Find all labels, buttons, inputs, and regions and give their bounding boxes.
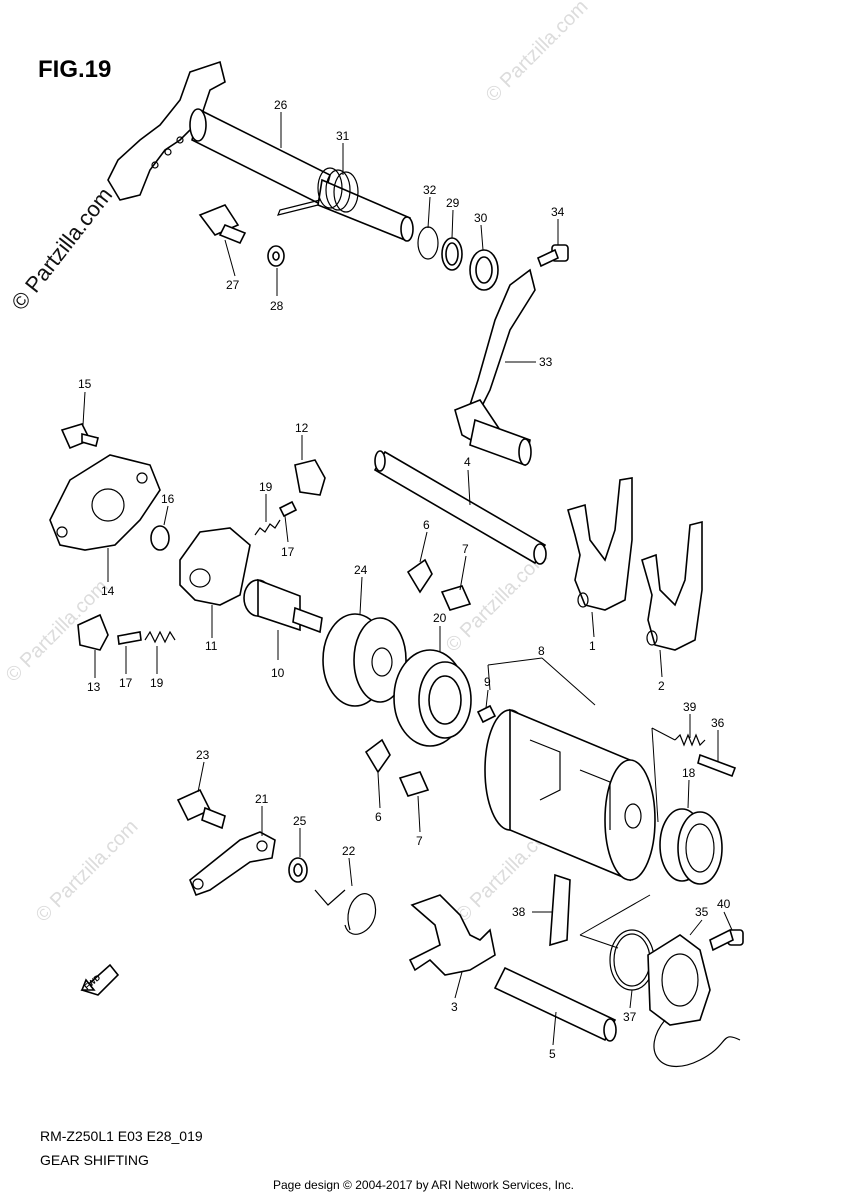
part-10-cam-guide[interactable] [243, 578, 323, 634]
part-33-shift-lever[interactable] [454, 268, 536, 467]
part-3-shift-fork[interactable] [408, 894, 496, 976]
callout-37[interactable]: 37 [623, 1010, 637, 1024]
callout-labels: 26 31 32 29 30 34 27 28 33 15 12 4 19 16… [78, 98, 731, 1061]
callout-34[interactable]: 34 [551, 205, 565, 219]
part-22-spring[interactable] [314, 889, 377, 935]
part-19-spring-lower[interactable] [144, 630, 176, 644]
part-16-collar[interactable] [150, 525, 170, 551]
callout-23[interactable]: 23 [196, 748, 210, 762]
part-12-pawl[interactable] [294, 459, 326, 496]
part-17-pin-upper[interactable] [278, 500, 298, 518]
callout-25[interactable]: 25 [293, 814, 307, 828]
callout-6[interactable]: 6 [375, 810, 382, 824]
callout-27[interactable]: 27 [226, 278, 240, 292]
part-39-spring[interactable] [674, 733, 706, 747]
part-17-pin-lower[interactable] [117, 631, 142, 645]
callout-1[interactable]: 1 [589, 639, 596, 653]
callout-33[interactable]: 33 [539, 355, 553, 369]
callout-38[interactable]: 38 [512, 905, 526, 919]
part-27-bolt[interactable] [198, 204, 247, 245]
callout-31[interactable]: 31 [336, 129, 350, 143]
callout-28[interactable]: 28 [270, 299, 284, 313]
part-11-pawl-lifter[interactable] [179, 527, 251, 606]
section-name: GEAR SHIFTING [40, 1152, 149, 1168]
callout-14[interactable]: 14 [101, 584, 115, 598]
part-19-spring-upper[interactable] [254, 519, 281, 536]
part-20-bearing[interactable] [393, 649, 472, 747]
leader-lines [82, 112, 733, 1046]
callout-21[interactable]: 21 [255, 792, 269, 806]
part-2-shift-fork[interactable] [641, 520, 703, 651]
model-code: RM-Z250L1 E03 E28_019 [40, 1128, 203, 1144]
fwd-arrow-icon [80, 963, 120, 996]
callout-7[interactable]: 7 [462, 542, 469, 556]
callout-32[interactable]: 32 [423, 183, 437, 197]
part-7-screw-upper[interactable] [440, 585, 472, 611]
callout-19[interactable]: 19 [150, 676, 164, 690]
part-18-bearing[interactable] [659, 808, 723, 885]
part-14-stopper-plate[interactable] [49, 454, 161, 551]
callout-2[interactable]: 2 [658, 679, 665, 693]
part-30-oil-seal[interactable] [469, 249, 499, 291]
copyright-notice: Page design © 2004-2017 by ARI Network S… [272, 1178, 574, 1192]
part-35-gear-position-sensor[interactable] [647, 934, 741, 1067]
callout-11[interactable]: 11 [205, 639, 218, 653]
callout-4[interactable]: 4 [464, 455, 471, 469]
part-5-fork-shaft[interactable] [493, 966, 617, 1042]
part-26-shift-shaft[interactable] [107, 60, 414, 242]
callout-36[interactable]: 36 [711, 716, 725, 730]
callout-17[interactable]: 17 [119, 676, 133, 690]
part-31-return-spring[interactable] [277, 167, 359, 216]
part-4-fork-shaft[interactable] [373, 450, 547, 565]
callout-30[interactable]: 30 [474, 211, 488, 225]
callout-26[interactable]: 26 [274, 98, 288, 112]
callout-24[interactable]: 24 [354, 563, 368, 577]
callout-5[interactable]: 5 [549, 1047, 556, 1061]
part-13-pawl[interactable] [77, 613, 109, 651]
callout-12[interactable]: 12 [295, 421, 309, 435]
callout-15[interactable]: 15 [78, 377, 92, 391]
callout-13[interactable]: 13 [87, 680, 101, 694]
callout-35[interactable]: 35 [695, 905, 709, 919]
callout-3[interactable]: 3 [451, 1000, 458, 1014]
part-28-washer[interactable] [267, 245, 285, 267]
part-6-stopper-upper[interactable] [406, 558, 433, 594]
part-29-washer[interactable] [441, 237, 463, 271]
part-15-screw[interactable] [60, 423, 99, 450]
part-7-screw-lower[interactable] [398, 771, 430, 797]
part-6-stopper-lower[interactable] [364, 738, 391, 774]
part-9-pin[interactable] [476, 704, 497, 724]
callout-39[interactable]: 39 [683, 700, 697, 714]
part-8-shift-cam[interactable] [484, 708, 656, 882]
part-1-shift-fork[interactable] [567, 477, 633, 611]
callout-6[interactable]: 6 [423, 518, 430, 532]
callout-29[interactable]: 29 [446, 196, 460, 210]
part-25-washer[interactable] [288, 857, 308, 883]
callout-40[interactable]: 40 [717, 897, 731, 911]
figure-title: FIG.19 [38, 56, 112, 83]
part-36-pin[interactable] [697, 753, 737, 778]
part-21-cam-stopper-arm[interactable] [189, 831, 276, 897]
callout-8[interactable]: 8 [538, 644, 545, 658]
part-32-circlip[interactable] [417, 226, 439, 260]
callout-18[interactable]: 18 [682, 766, 696, 780]
part-24-cam-driven-gear[interactable] [322, 613, 407, 707]
callout-9[interactable]: 9 [484, 675, 491, 689]
part-34-bolt[interactable] [536, 244, 569, 268]
callout-10[interactable]: 10 [271, 666, 285, 680]
callout-20[interactable]: 20 [433, 611, 447, 625]
part-40-bolt[interactable] [709, 928, 744, 952]
callout-22[interactable]: 22 [342, 844, 356, 858]
part-23-bolt[interactable] [176, 788, 226, 830]
callout-19[interactable]: 19 [259, 480, 273, 494]
callout-7[interactable]: 7 [416, 834, 423, 848]
callout-16[interactable]: 16 [161, 492, 175, 506]
part-38-plate[interactable] [549, 873, 571, 947]
callout-17[interactable]: 17 [281, 545, 295, 559]
